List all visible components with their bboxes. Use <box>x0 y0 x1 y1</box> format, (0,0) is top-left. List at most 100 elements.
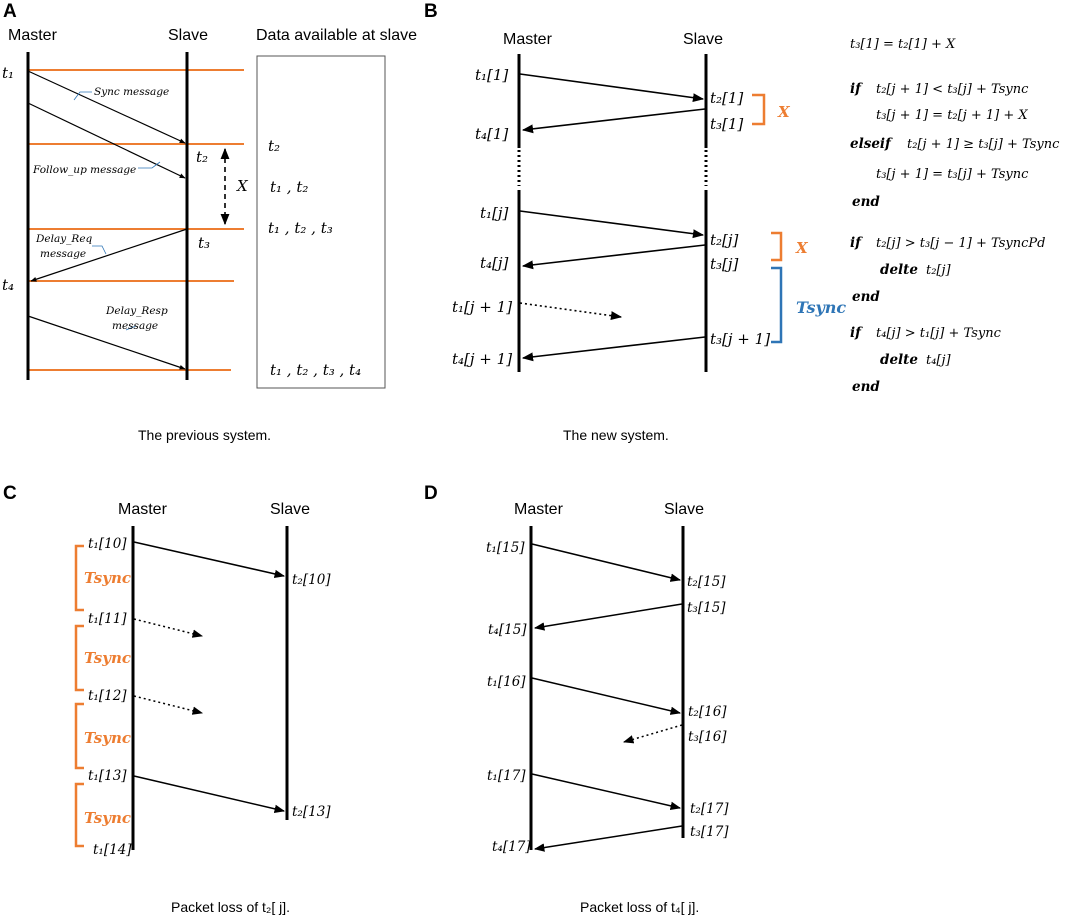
panel-b-x-label-2: X <box>795 239 809 257</box>
panel-a-caption: The previous system. <box>138 427 271 443</box>
panel-d-slave-header: Slave <box>664 501 704 518</box>
panel-a-t1-label: t₁ <box>2 64 14 82</box>
panel-b-slave-label: t₂[1] <box>710 89 743 107</box>
panel-b-slave-header: Slave <box>683 31 723 48</box>
panel-b-master-label: t₄[j] <box>480 254 509 272</box>
panel-c-tsync-bracket <box>74 544 84 612</box>
data-row: t₁ , t₂ <box>270 178 308 196</box>
algo-line-9: t₄[j] <box>926 353 952 368</box>
panel-b-slave-label: t₂[j] <box>710 231 739 249</box>
sync-message-arrow <box>27 70 186 144</box>
panel-b-x-bracket <box>771 231 783 262</box>
panel-c-tsync-label: Tsync <box>84 649 131 667</box>
panel-d-master-label: t₄[15] <box>488 622 527 638</box>
delay-resp-message-label: Delay_Resp <box>105 305 168 317</box>
algo-kw-delte: delte <box>880 262 918 278</box>
algo-kw-delte-2: delte <box>880 352 918 368</box>
algo-kw-elseif: elseif <box>850 136 893 152</box>
panel-c-lost-arrow <box>133 695 204 715</box>
panel-c-caption: Packet loss of t₂[ j]. <box>171 899 290 915</box>
panel-b-master-label: t₁[j + 1] <box>452 298 512 316</box>
panel-c-master-label: t₁[13] <box>88 768 127 784</box>
panel-c-letter: C <box>3 483 17 504</box>
panel-d-letter: D <box>424 483 438 504</box>
delay-req-message-label: Delay_Req <box>35 233 93 245</box>
panel-d-master-header: Master <box>514 501 564 518</box>
panel-b-master-header: Master <box>503 31 553 48</box>
panel-c-slave-label: t₂[10] <box>292 572 331 588</box>
panel-b-caption: The new system. <box>563 427 669 443</box>
panel-b-x-bracket <box>752 93 766 126</box>
sync-message-label: Sync message <box>94 86 169 98</box>
panel-a-master-header: Master <box>8 27 58 44</box>
panel-c-master-label: t₁[12] <box>88 688 127 704</box>
follow-up-message-arrow <box>27 102 186 179</box>
panel-a-t4-label: t₄ <box>2 276 14 294</box>
delay-req-message-arrow <box>30 228 188 282</box>
delay-req-callout-leader <box>92 245 107 255</box>
algo-kw-if-2: if <box>850 235 863 251</box>
algo-line-2: t₂[j + 1] < t₃[j] + Tsync <box>876 82 1029 97</box>
panel-b-master-label: t₄[1] <box>475 125 508 143</box>
algo-line-1: t₃[1] = t₂[1] + X <box>850 37 956 52</box>
data-row: t₂ <box>268 137 280 155</box>
panel-a-t2-label: t₂ <box>196 148 208 166</box>
panel-c-master-label: t₁[10] <box>88 536 127 552</box>
panel-a-data-box <box>256 55 386 389</box>
panel-b-lost-arrow <box>519 302 623 321</box>
panel-b: B Master Slave t₁[1] t₄[1] t₁[j] t₄[j] t… <box>424 1 1060 443</box>
panel-b-arrow <box>521 108 706 134</box>
delay-resp-message-arrow <box>27 315 186 370</box>
algo-line-6: t₂[j] > t₃[j − 1] + TsyncPd <box>876 236 1045 251</box>
algo-kw-if-3: if <box>850 325 863 341</box>
panel-d-arrow <box>533 825 683 852</box>
panel-d-arrow <box>533 603 683 631</box>
panel-c-slave-label: t₂[13] <box>292 804 331 820</box>
algo-kw-end-3: end <box>852 379 880 395</box>
data-row: t₁ , t₂ , t₃ , t₄ <box>270 361 361 379</box>
panel-a: A Master Slave Data available at slave S… <box>2 1 417 443</box>
panel-d-caption: Packet loss of t₄[ j]. <box>580 899 699 915</box>
delay-resp-callout-leader <box>125 325 137 331</box>
panel-d-master-label: t₄[17] <box>492 839 531 855</box>
algo-line-3: t₃[j + 1] = t₂[j + 1] + X <box>876 108 1028 123</box>
panel-d-master-label: t₁[16] <box>487 674 526 690</box>
follow-up-callout-leader <box>138 161 161 169</box>
panel-c-tsync-label: Tsync <box>84 729 131 747</box>
algo-line-5: t₃[j + 1] = t₃[j] + Tsync <box>876 167 1029 182</box>
algo-kw-end: end <box>852 194 880 210</box>
panel-b-tsync-label: Tsync <box>796 298 846 317</box>
panel-c-tsync-label: Tsync <box>84 569 131 587</box>
panel-d-lost-arrow <box>622 724 683 744</box>
panel-a-slave-header: Slave <box>168 27 208 44</box>
panel-c-lost-arrow <box>133 618 204 638</box>
panel-c-slave-header: Slave <box>270 501 310 518</box>
panel-d-slave-label: t₂[15] <box>687 574 726 590</box>
follow-up-message-label: Follow_up message <box>32 164 136 176</box>
panel-b-slave-label: t₃[1] <box>710 115 743 133</box>
panel-b-master-label: t₁[1] <box>475 66 508 84</box>
panel-d-slave-label: t₃[17] <box>690 824 729 840</box>
panel-b-x-label: X <box>777 103 791 121</box>
panel-c-tsync-bracket <box>74 702 84 770</box>
panel-b-arrow <box>519 210 705 239</box>
algo-kw-end-2: end <box>852 289 880 305</box>
panel-d: D Master Slave t₁[15] t₄[15] t₁[16] t₁[1… <box>424 483 729 915</box>
panel-c-master-header: Master <box>118 501 168 518</box>
panel-d-master-label: t₁[17] <box>487 768 526 784</box>
panel-c-tsync-label: Tsync <box>84 809 131 827</box>
panel-b-master-label: t₄[j + 1] <box>452 350 512 368</box>
panel-c-arrow <box>133 775 286 813</box>
panel-d-arrow <box>531 543 682 582</box>
panel-b-arrow <box>521 244 706 270</box>
algo-kw-if: if <box>850 81 863 97</box>
panel-d-slave-label: t₃[15] <box>687 600 726 616</box>
panel-a-letter: A <box>3 1 17 22</box>
panel-c-master-label: t₁[11] <box>88 611 127 627</box>
algo-line-8: t₄[j] > t₁[j] + Tsync <box>876 326 1002 341</box>
panel-c-tsync-bracket <box>74 782 84 848</box>
panel-a-x-label: X <box>236 177 249 195</box>
panel-b-slave-label: t₃[j] <box>710 255 739 273</box>
panel-b-letter: B <box>424 1 438 22</box>
